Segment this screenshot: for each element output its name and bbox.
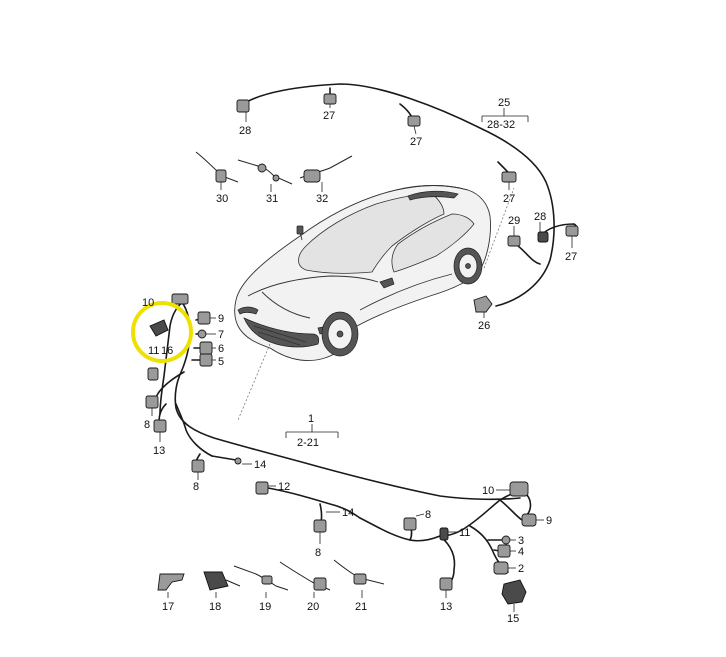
label-8-left: 8: [144, 419, 150, 431]
label-9-right: 9: [546, 515, 552, 527]
label-20: 20: [307, 601, 319, 613]
bracket-1: [285, 424, 339, 438]
label-25: 25: [498, 97, 510, 109]
label-28-top: 28: [239, 125, 251, 137]
label-3: 3: [518, 535, 524, 547]
connector-28-top: [236, 99, 250, 113]
connector-4: [497, 544, 511, 558]
label-6-left: 6: [218, 343, 224, 355]
label-5: 5: [218, 356, 224, 368]
part-17: [157, 573, 185, 598]
rear-harness: [242, 83, 579, 307]
label-13-right: 13: [440, 601, 452, 613]
connector-27-top-a: [323, 93, 337, 105]
connector-3: [501, 535, 511, 545]
connector-2: [493, 561, 509, 575]
car-illustration: [234, 185, 491, 361]
label-11-right: 11: [459, 527, 470, 539]
label-32: 32: [316, 193, 328, 205]
part-20: [279, 561, 331, 598]
label-10-right: 10: [482, 485, 494, 497]
label-27-top-a: 27: [323, 110, 335, 122]
label-14-left: 14: [254, 459, 266, 471]
label-2: 2: [518, 563, 524, 575]
label-25-range: 28-32: [487, 119, 515, 131]
label-16: 16: [161, 345, 173, 357]
part-21: [333, 559, 385, 598]
connector-8-mid: [313, 519, 327, 533]
connector-13-right: [439, 577, 453, 591]
label-19: 19: [259, 601, 271, 613]
connector-5: [199, 353, 213, 367]
connector-9-left: [197, 311, 211, 325]
label-13-left: 13: [153, 445, 165, 457]
label-8-right: 8: [425, 509, 431, 521]
label-9-left: 9: [218, 313, 224, 325]
label-14-mid: 14: [342, 507, 354, 519]
connector-27-right-a: [501, 171, 517, 183]
label-15: 15: [507, 613, 519, 625]
connector-14-left: [234, 457, 242, 465]
connector-10-left: [171, 293, 189, 305]
label-21: 21: [355, 601, 367, 613]
connector-13-left: [153, 419, 167, 433]
label-27-right-b: 27: [565, 251, 577, 263]
connector-9-right: [521, 513, 537, 527]
connector-7: [197, 329, 207, 339]
label-29: 29: [508, 215, 520, 227]
part-31: [237, 159, 293, 192]
label-8-lower: 8: [193, 481, 199, 493]
part-19: [233, 565, 289, 598]
connector-27-right-b: [565, 225, 579, 237]
connector-8-lower: [191, 459, 205, 473]
connector-11-right: [439, 527, 449, 541]
connector-6-left: [199, 341, 213, 355]
connector-11-16: [149, 319, 169, 337]
leaders-rear: [245, 104, 573, 318]
part-labels: 28 27 27 25 28-32 30 31 32 27 29 28 27 2…: [142, 97, 577, 625]
part-15: [501, 579, 527, 605]
connector-8-left: [145, 395, 159, 409]
highlight-circle: [131, 301, 193, 363]
label-1: 1: [308, 413, 314, 425]
label-10-left: 10: [142, 297, 154, 309]
label-7: 7: [218, 329, 224, 341]
label-26: 26: [478, 320, 490, 332]
connector-27-top-b: [407, 115, 421, 127]
connector-8-right: [403, 517, 417, 531]
connector-left-mid: [147, 367, 159, 381]
label-4: 4: [518, 546, 524, 558]
label-12: 12: [278, 481, 290, 493]
label-31: 31: [266, 193, 278, 205]
connector-12: [255, 481, 269, 495]
connector-10-right: [509, 481, 529, 497]
leaders-front: [151, 317, 544, 612]
part-18: [203, 571, 241, 598]
part-32: [299, 155, 353, 192]
connector-29: [507, 235, 521, 247]
connector-28-right: [537, 231, 549, 243]
label-11-left: 11: [148, 345, 159, 357]
label-1-range: 2-21: [297, 437, 319, 449]
part-30: [195, 151, 239, 190]
connector-26: [473, 295, 493, 313]
label-17: 17: [162, 601, 174, 613]
label-8-mid: 8: [315, 547, 321, 559]
label-27-right-a: 27: [503, 193, 515, 205]
bracket-25: [481, 108, 529, 122]
dash-front: [237, 343, 271, 421]
label-30: 30: [216, 193, 228, 205]
label-27-top-b: 27: [410, 136, 422, 148]
label-18: 18: [209, 601, 221, 613]
label-28-right: 28: [534, 211, 546, 223]
